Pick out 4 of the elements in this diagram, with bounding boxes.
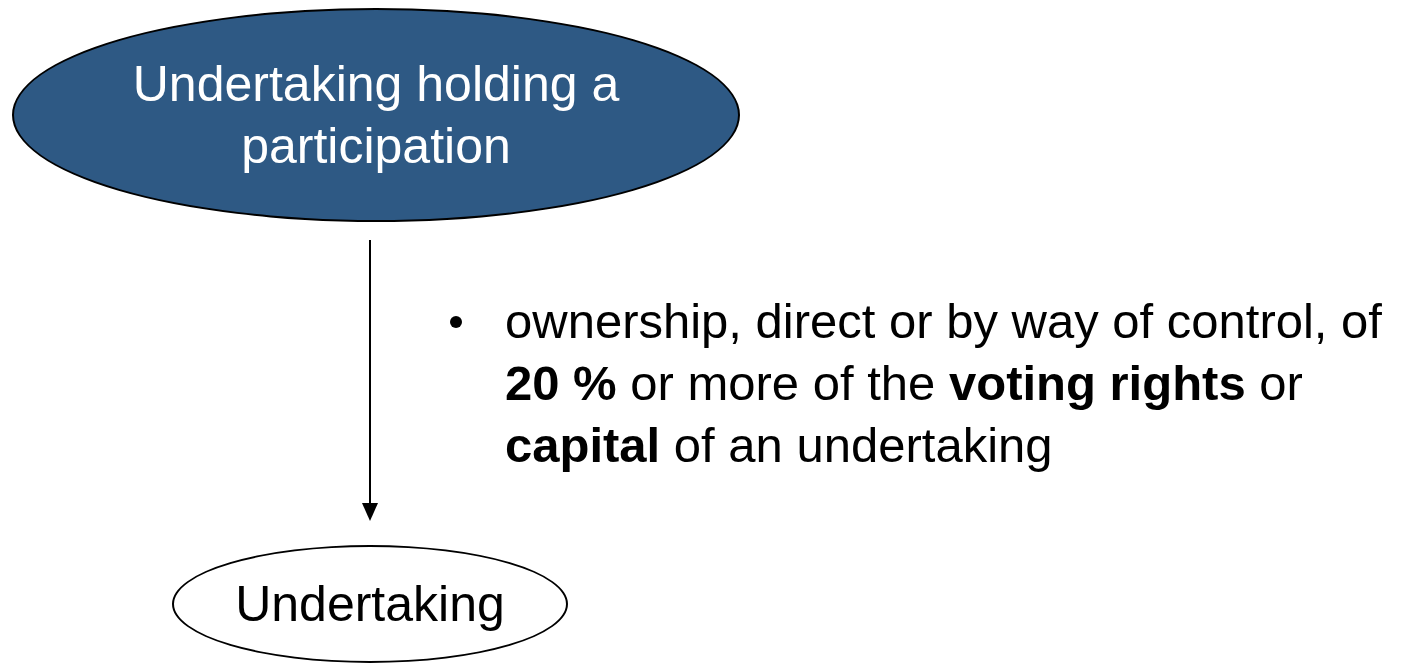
ellipse-node: Undertaking holding a participation (12, 8, 740, 222)
arrow (362, 239, 378, 521)
edge-label: ownership, direct or by way of control, of 20 % or more of the voting rights or capital of an undertaking (505, 293, 1383, 474)
ellipse-node: Undertaking (172, 545, 568, 663)
